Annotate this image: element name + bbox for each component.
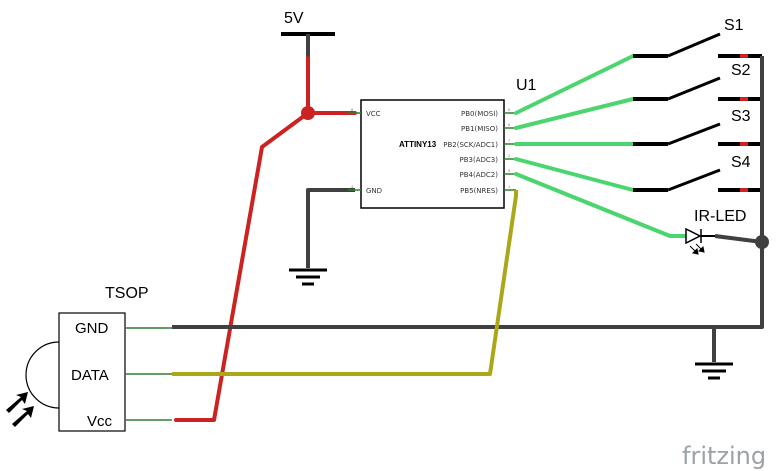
switch-red-ends [740,54,748,192]
mcu-pin-number: 1 [508,184,511,189]
mcu-pin-pb0: PB0(MOSI) [461,110,498,118]
data-wire[interactable] [172,190,518,376]
ir-led-label: IR-LED [694,208,746,225]
mcu-pin-pb3: PB3(ADC3) [460,156,499,164]
rail-ground-symbol [695,362,733,380]
mcu-pin-number: 8 [351,107,354,112]
switch-s2[interactable]: S2 [633,62,762,101]
mcu-ground-wire[interactable] [306,188,355,268]
switch-label-s3: S3 [731,108,751,125]
switch-label-s1: S1 [724,17,744,34]
switch-label-s4: S4 [731,154,751,171]
mcu-pin-pb1: PB1(MISO) [461,125,498,133]
mcu-pin-pb2: PB2(SCK/ADC1) [443,141,498,149]
tsop-title: TSOP [105,285,149,302]
mcu-name: ATTINY13 [399,140,437,149]
mcu-pin-number: 5 [508,107,511,112]
vcc-symbol: 5V [281,10,335,58]
switch-s3[interactable]: S3 [633,108,762,146]
tsop-pin-gnd: GND [75,320,109,337]
mcu-pin-pb4: PB4(ADC2) [460,171,499,179]
mcu-pin-number: 7 [508,138,511,143]
mcu-pin-vcc: VCC [366,110,381,118]
vcc-label: 5V [284,10,304,27]
tsop-sensor[interactable]: GND DATA Vcc TSOP [6,285,172,432]
switch-s4[interactable]: S4 [633,154,762,192]
switch-s1[interactable]: S1 [633,17,762,58]
tsop-pin-data: DATA [71,367,109,384]
mcu-pin-number: 4 [351,184,354,189]
mcu-pin-number: 3 [508,168,511,173]
tsop-pin-vcc: Vcc [87,413,113,430]
wire-pb3-s4 [514,157,657,192]
mcu-ref: U1 [516,77,537,94]
power-junction [301,106,315,120]
mcu-chip[interactable]: ATTINY13 VCC GND PB0(MOSI) PB1(MISO) PB2… [360,99,505,209]
mcu-pin-gnd: GND [366,187,382,195]
ir-receive-arrows-icon [6,392,34,427]
mcu-pin-pb5: PB5(NRES) [460,187,498,195]
ground-rail[interactable] [172,56,764,362]
power-wire[interactable] [174,56,357,422]
ground-junction [755,235,769,249]
mcu-pin-number: 6 [508,122,511,127]
ir-emission-arrows-icon [689,243,705,255]
ir-led[interactable]: IR-LED [685,208,746,255]
fritzing-logo: fritzing [682,442,766,470]
mcu-ground-symbol [289,268,327,286]
mcu-pin-number: 2 [508,153,511,158]
switch-label-s2: S2 [731,62,751,79]
wire-pb0-s1 [514,54,657,115]
wire-pb4-led [514,172,686,238]
